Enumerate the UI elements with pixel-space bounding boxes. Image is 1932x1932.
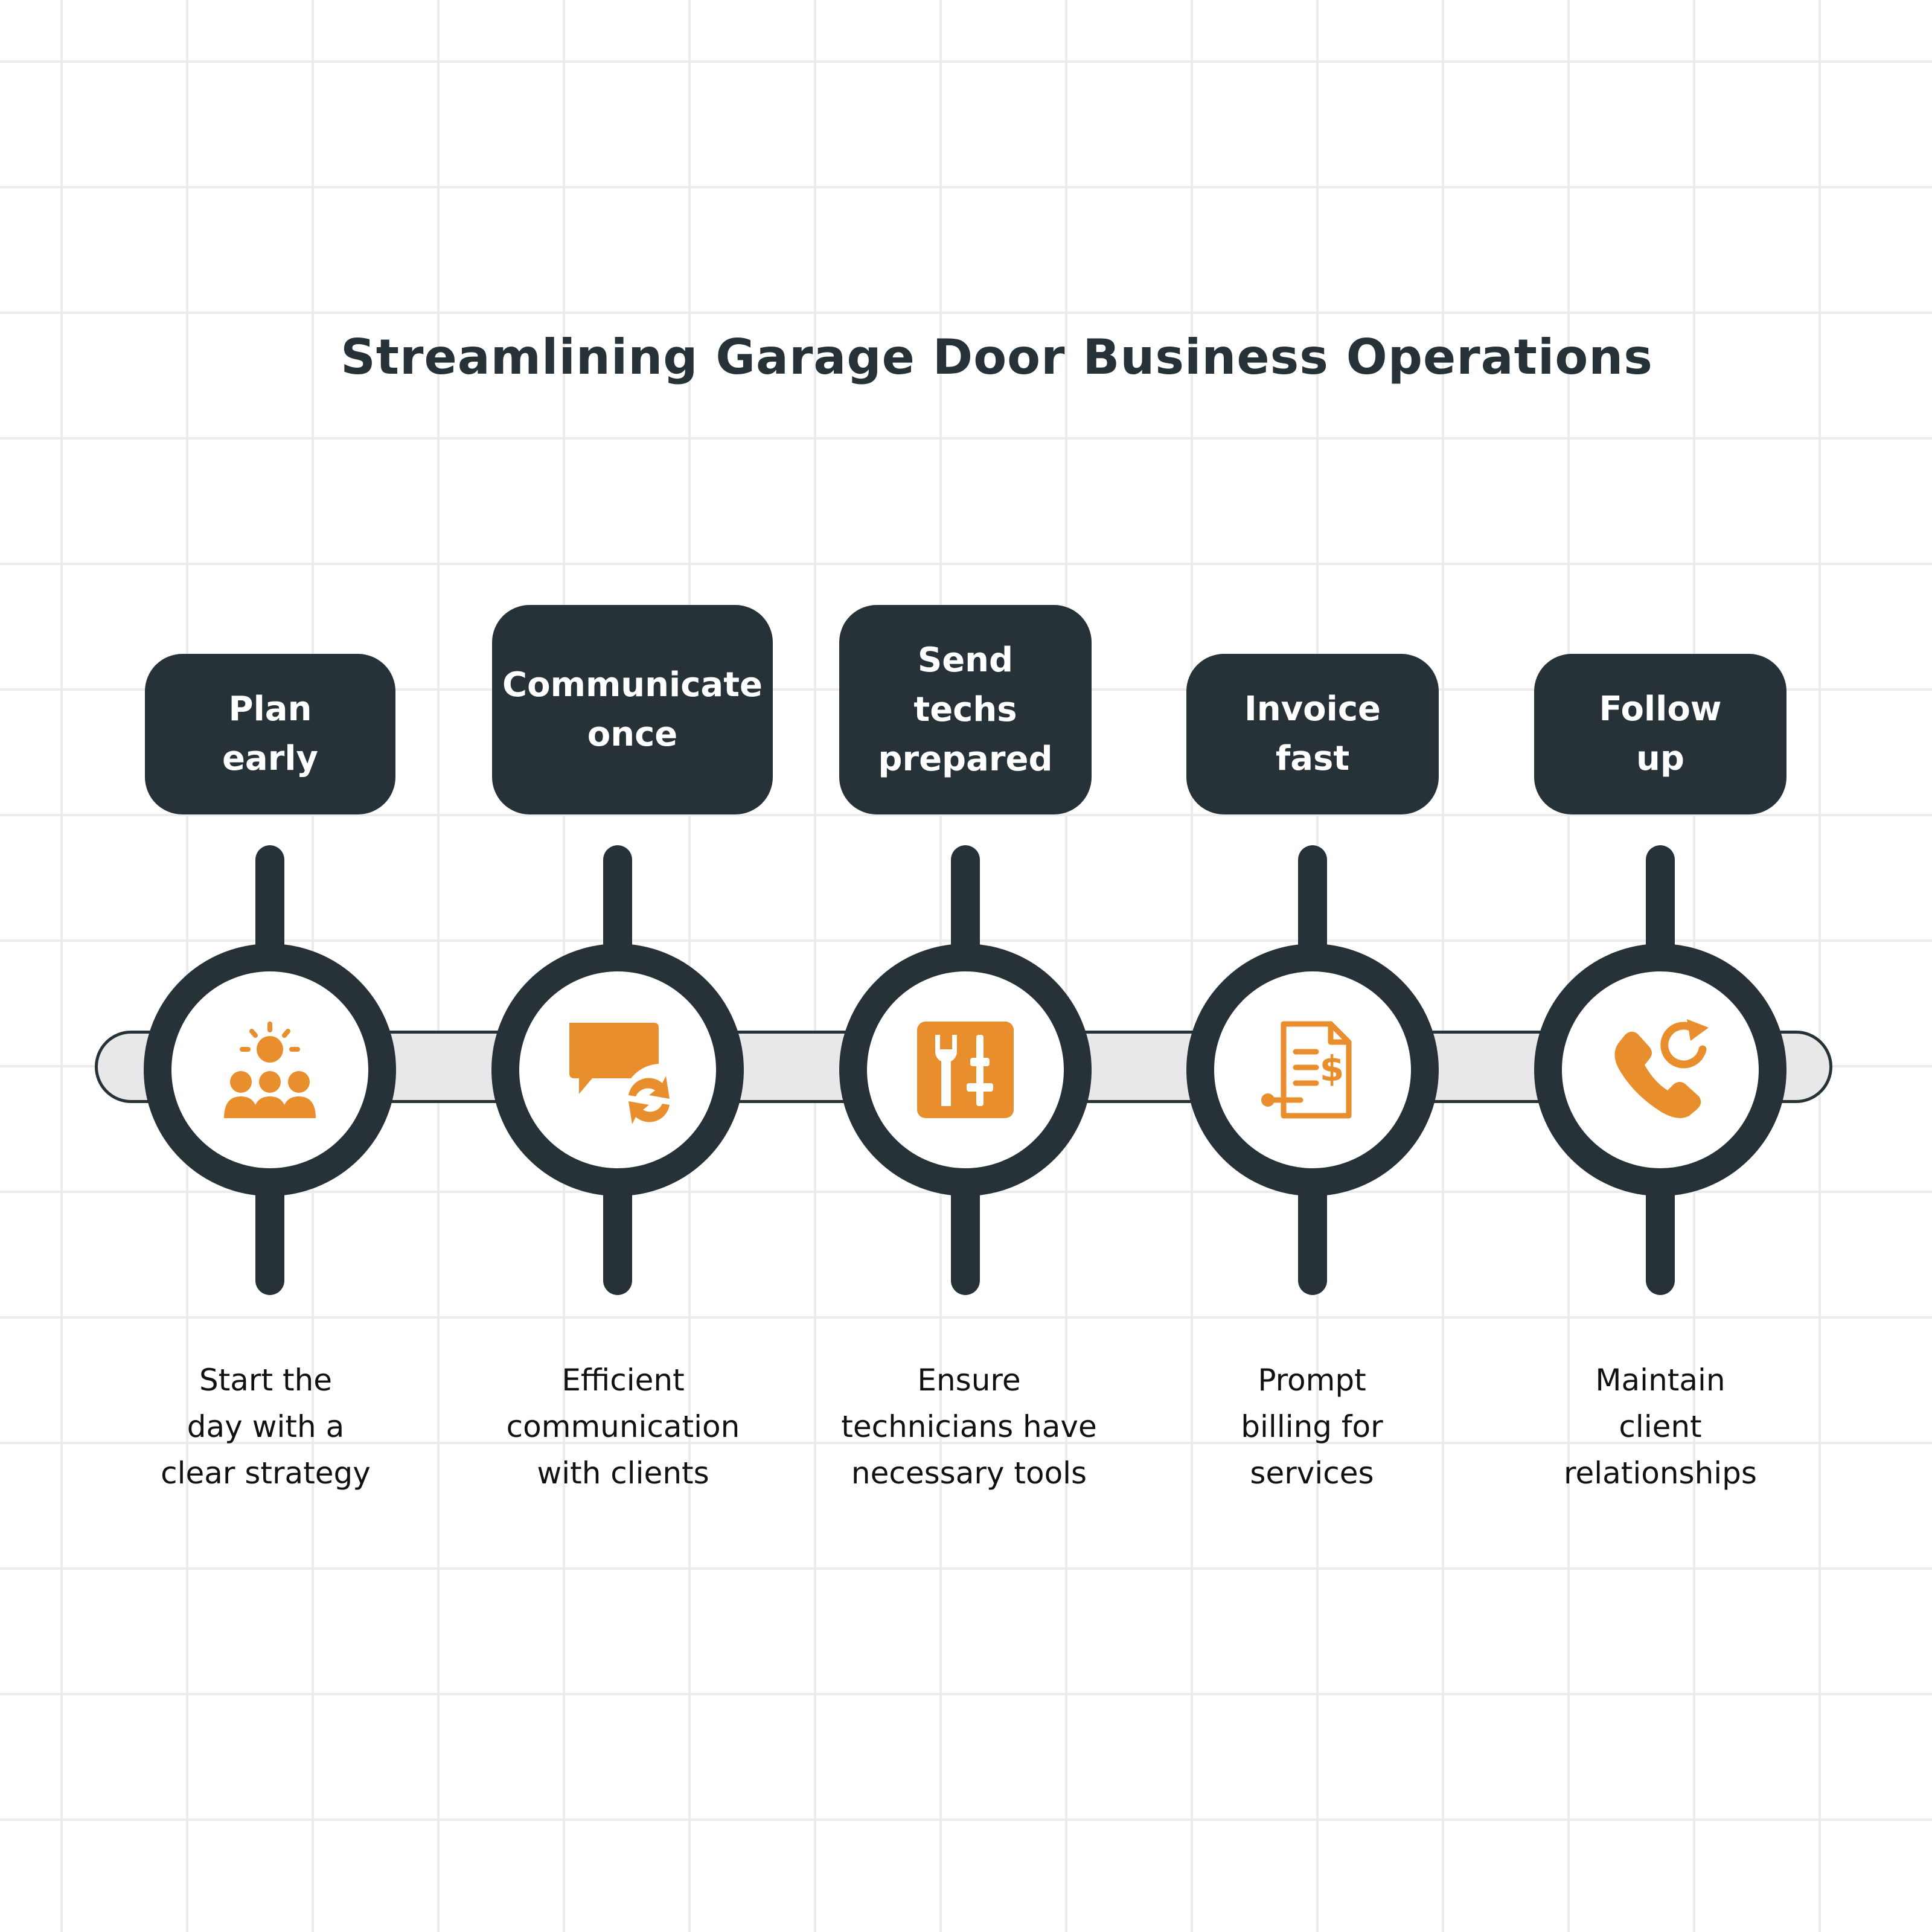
step-circle-follow-up: [1534, 944, 1786, 1196]
step-label-communicate-once: Communicate once: [492, 605, 773, 814]
step-circle-invoice-fast: $: [1186, 944, 1439, 1196]
team-sun-icon: [224, 1022, 316, 1118]
step-label-text: Invoice fast: [1244, 689, 1381, 778]
svg-text:$: $: [1320, 1048, 1344, 1089]
invoice-dollar-icon: $: [1261, 1021, 1352, 1119]
chat-refresh-icon: [569, 1023, 670, 1124]
step-circle-plan-early: [144, 944, 396, 1196]
tools-icon: [917, 1022, 1014, 1118]
step-description: Ensure technicians have necessary tools: [841, 1363, 1097, 1491]
step-description: Prompt billing for services: [1241, 1363, 1383, 1491]
step-label-send-techs-prepared: Send techs prepared: [839, 605, 1092, 814]
step-description: Maintain client relationships: [1564, 1363, 1757, 1491]
step-label-follow-up: Follow up: [1534, 654, 1786, 814]
step-label-text: Plan early: [222, 689, 319, 778]
step-description: Start the day with a clear strategy: [161, 1363, 371, 1491]
step-label-text: Send techs prepared: [878, 640, 1053, 779]
phone-callback-icon: [1614, 1019, 1709, 1118]
step-label-plan-early: Plan early: [145, 654, 395, 814]
step-description: Efficient communication with clients: [506, 1363, 740, 1491]
page-title: Streamlining Garage Door Business Operat…: [341, 329, 1653, 385]
step-circle-send-techs-prepared: [839, 944, 1092, 1196]
step-label-invoice-fast: Invoice fast: [1186, 654, 1439, 814]
step-circle-communicate-once: [491, 944, 744, 1196]
step-label-text: Communicate once: [502, 665, 763, 754]
step-label-text: Follow up: [1599, 689, 1722, 778]
